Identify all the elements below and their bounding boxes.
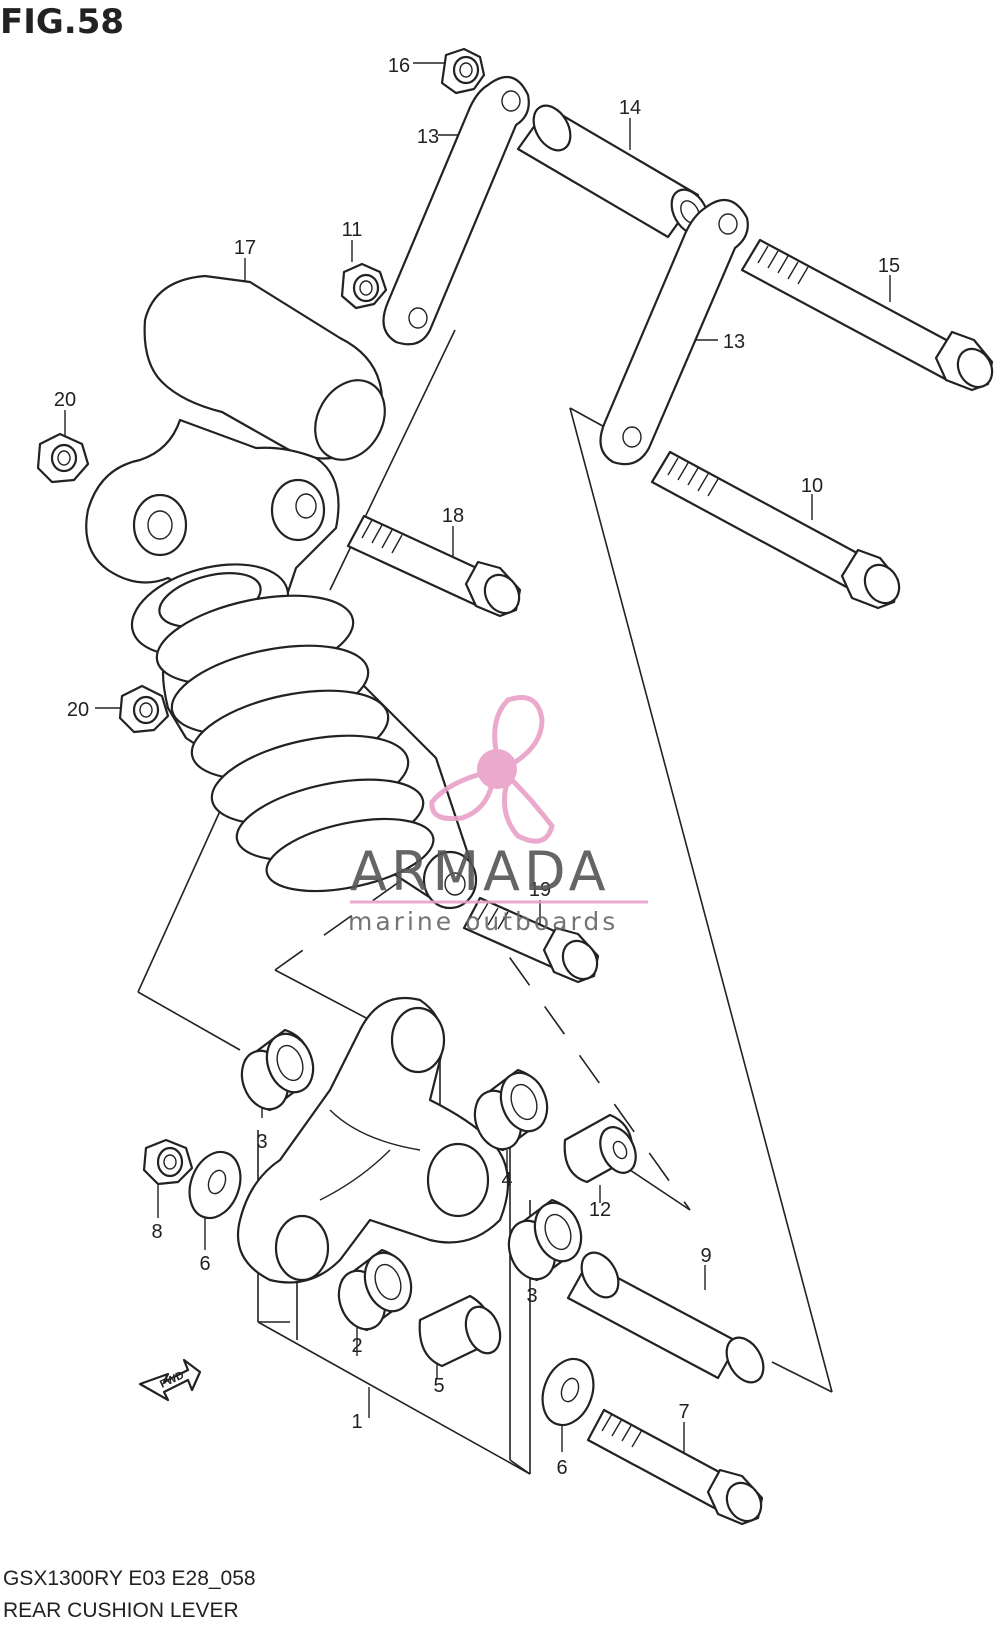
callout-11: 11 — [342, 219, 363, 241]
callout-16: 16 — [388, 55, 410, 77]
part-8-nut — [142, 1138, 194, 1186]
callout-20-lower: 20 — [67, 699, 89, 721]
callout-20-upper: 20 — [54, 389, 76, 411]
callout-14: 14 — [619, 97, 641, 119]
fwd-arrow-icon: FWD — [138, 1358, 202, 1402]
part-2-bearing — [337, 1248, 413, 1332]
callout-labels: 1 2 3 3 4 5 6 6 7 8 9 10 11 12 13 13 14 … — [54, 55, 900, 1479]
callout-3-upper: 3 — [256, 1131, 267, 1153]
part-13-link-upper — [382, 75, 530, 346]
diagram-title: REAR CUSHION LEVER — [3, 1599, 239, 1622]
callout-17: 17 — [234, 237, 256, 259]
part-17-shock-absorber — [85, 274, 478, 910]
callout-9: 9 — [700, 1245, 711, 1267]
callout-3-lower: 3 — [526, 1285, 537, 1307]
callout-6-left: 6 — [199, 1253, 210, 1275]
callout-1: 1 — [351, 1411, 362, 1433]
callout-5: 5 — [433, 1375, 444, 1397]
part-13-link-lower — [599, 198, 749, 466]
callout-13-upper: 13 — [417, 126, 439, 148]
part-3-bearing-upper — [240, 1028, 315, 1112]
callout-7: 7 — [678, 1401, 689, 1423]
part-10-bolt — [650, 450, 901, 610]
part-11-nut — [340, 262, 388, 310]
part-6-washer-left — [188, 1150, 242, 1220]
callout-10: 10 — [801, 475, 823, 497]
watermark: ARMADA marine outboards — [348, 695, 648, 936]
part-18-bolt — [346, 514, 522, 618]
part-3-bearing-lower — [507, 1198, 583, 1282]
callout-12: 12 — [589, 1199, 611, 1221]
part-19-bolt — [462, 896, 600, 984]
callout-19: 19 — [529, 879, 551, 901]
diagram-code: GSX1300RY E03 E28_058 — [3, 1567, 256, 1590]
part-5-spacer — [418, 1294, 502, 1368]
part-6-washer-right — [541, 1357, 595, 1427]
callout-13-lower: 13 — [723, 331, 745, 353]
watermark-tagline: marine outboards — [348, 907, 618, 936]
figure-number: FIG.58 — [0, 2, 125, 42]
watermark-brand: ARMADA — [350, 840, 610, 903]
callout-6-right: 6 — [556, 1457, 567, 1479]
callout-4: 4 — [501, 1169, 512, 1191]
part-12-spacer — [563, 1113, 637, 1184]
callout-2: 2 — [351, 1335, 362, 1357]
part-15-bolt — [740, 238, 994, 392]
part-9-pipe — [566, 1251, 765, 1384]
part-4-bearing — [473, 1068, 549, 1152]
part-7-bolt — [586, 1408, 764, 1526]
callout-15: 15 — [878, 255, 900, 277]
part-20-nut-upper — [36, 432, 90, 484]
part-20-nut-lower — [118, 684, 170, 734]
propeller-logo-icon — [429, 695, 555, 844]
callout-8: 8 — [151, 1221, 162, 1243]
part-1-cushion-lever — [236, 996, 510, 1284]
part-14-sleeve — [516, 104, 710, 239]
callout-18: 18 — [442, 505, 464, 527]
part-16-nut — [440, 47, 486, 95]
